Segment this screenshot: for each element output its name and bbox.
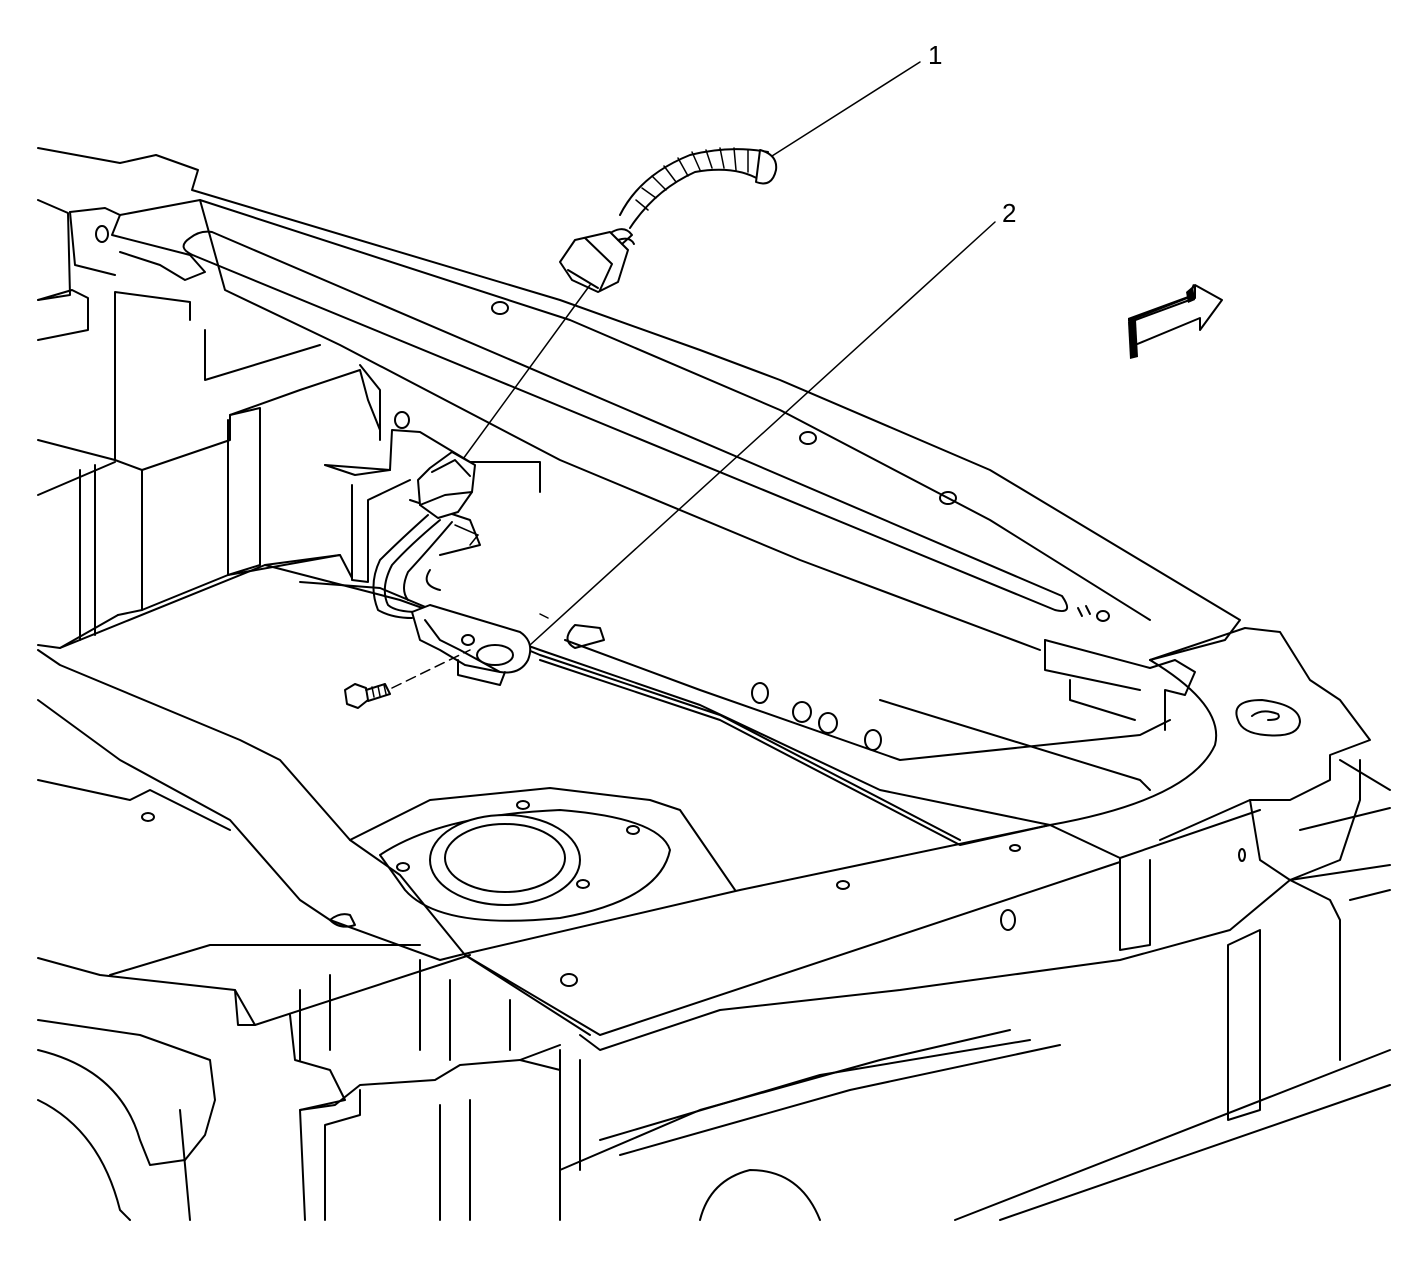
sensor-assembly — [344, 604, 549, 709]
callout-2-label: 2 — [1002, 198, 1016, 228]
rear-crossmember-arch — [1009, 627, 1371, 951]
upper-crossmember-panel — [37, 147, 1241, 661]
front-direction-arrow-icon — [1128, 284, 1223, 359]
mounting-bolt — [344, 683, 391, 709]
right-rail — [539, 624, 1196, 846]
lower-right-structure — [559, 759, 1391, 1221]
diagonal-beam — [37, 649, 1121, 1036]
callout-leaders — [529, 61, 996, 646]
harness-wiring — [372, 147, 778, 619]
spring-seat — [329, 787, 736, 928]
center-tray — [59, 364, 1051, 841]
lower-left-structure — [37, 944, 581, 1221]
left-side-structure — [37, 199, 381, 649]
callout-1-label: 1 — [928, 40, 942, 70]
